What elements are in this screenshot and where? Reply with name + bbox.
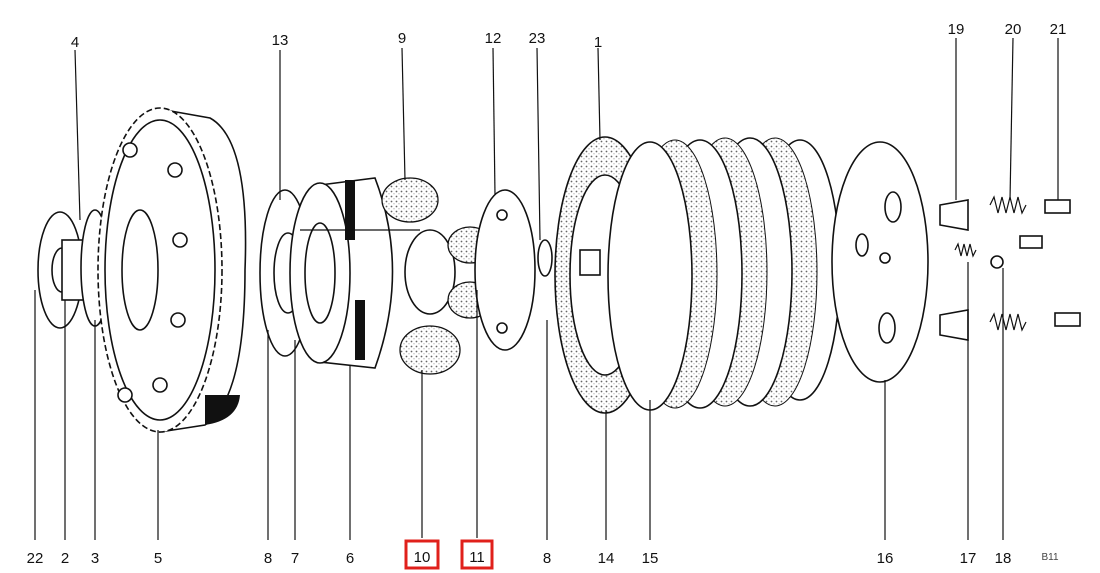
part-5-sprocket-drum <box>97 107 247 433</box>
label-17: 17 <box>960 550 977 567</box>
label-12: 12 <box>485 30 502 47</box>
springs-and-bolts <box>939 195 1081 341</box>
label-16: 16 <box>877 550 894 567</box>
label-14: 14 <box>598 550 615 567</box>
part-6-inner-hub <box>289 177 420 369</box>
label-5: 5 <box>154 550 162 567</box>
label-2: 2 <box>61 550 69 567</box>
label-23: 23 <box>529 30 546 47</box>
label-15: 15 <box>642 550 659 567</box>
label-13: 13 <box>272 32 289 49</box>
label-9: 9 <box>398 30 406 47</box>
highlight-box-10 <box>404 539 440 570</box>
label-6: 6 <box>346 550 354 567</box>
label-19: 19 <box>948 21 965 38</box>
plate-code: B11 <box>1041 552 1058 563</box>
label-21: 21 <box>1050 21 1067 38</box>
part-16-cover-plate <box>831 141 929 383</box>
leader-lines <box>34 37 1059 540</box>
part-15-plate-stack <box>607 137 841 411</box>
label-18: 18 <box>995 550 1012 567</box>
part-12-plate <box>474 189 536 351</box>
label-1: 1 <box>594 34 602 51</box>
label-11: 11 <box>469 549 485 566</box>
part-10-rubber-blocks <box>381 177 461 375</box>
label-22: 22 <box>27 550 44 567</box>
highlight-box-11 <box>460 539 494 570</box>
label-7: 7 <box>291 550 299 567</box>
label-8-right: 8 <box>543 550 551 567</box>
label-3: 3 <box>91 550 99 567</box>
part-23-washer <box>537 239 553 277</box>
label-4: 4 <box>71 34 79 51</box>
label-20: 20 <box>1005 21 1022 38</box>
label-10: 10 <box>414 549 431 566</box>
label-8: 8 <box>264 550 272 567</box>
